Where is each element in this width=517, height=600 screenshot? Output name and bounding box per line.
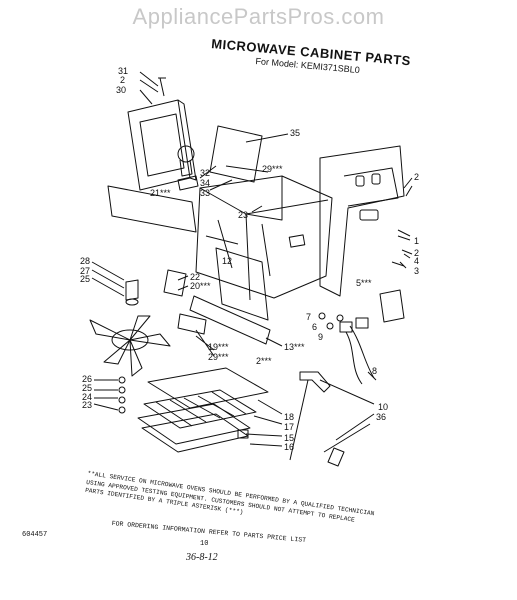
callout-33: 33 <box>200 188 210 198</box>
rear-panel <box>127 99 197 191</box>
callout-21: 21*** <box>150 188 171 198</box>
fan-blade <box>89 315 171 377</box>
callout-4: 4 <box>414 256 419 266</box>
screw-31 <box>158 77 166 97</box>
glass-tray <box>147 367 269 409</box>
callout-9: 9 <box>318 332 323 342</box>
callout-32: 32 <box>200 168 210 178</box>
callout-labels: 31 2 30 35 29*** 32 34 33 21*** 23 2 1 2… <box>80 66 419 452</box>
callout-16: 16 <box>284 442 294 452</box>
callout-34: 34 <box>200 178 210 188</box>
wire-rack <box>143 389 257 429</box>
callout-8: 8 <box>372 366 377 376</box>
callout-23b: 23 <box>82 400 92 410</box>
lamp <box>177 145 199 191</box>
callout-24: 24 <box>82 392 92 402</box>
watermark: AppliancePartsPros.com <box>132 4 385 29</box>
handwritten-code: 36-8-12 <box>186 552 218 563</box>
callout-36: 36 <box>376 412 386 422</box>
callout-13: 13*** <box>284 342 305 352</box>
page-number: 10 <box>200 540 209 548</box>
outer-wrapper <box>319 145 405 297</box>
callout-18: 18 <box>284 412 294 422</box>
callout-2b: 2 <box>414 172 419 182</box>
plate-3 <box>379 289 405 323</box>
document-number: 604457 <box>22 531 48 539</box>
callout-27: 27 <box>80 266 90 276</box>
callout-28: 28 <box>80 256 90 266</box>
callout-20: 20*** <box>190 281 211 291</box>
callout-15: 15 <box>284 433 294 443</box>
callout-31: 31 <box>118 66 128 76</box>
callout-1: 1 <box>414 236 419 246</box>
shield-35 <box>209 125 263 183</box>
callout-2d: 2*** <box>256 356 272 366</box>
callout-7: 7 <box>306 312 311 322</box>
callout-6: 6 <box>312 322 317 332</box>
cabinet-frame <box>195 175 333 301</box>
callout-3: 3 <box>414 266 419 276</box>
callout-30: 30 <box>116 85 126 95</box>
callout-26: 26 <box>82 374 92 384</box>
callout-25a: 25 <box>80 274 90 284</box>
callout-5: 5*** <box>356 278 372 288</box>
callout-17: 17 <box>284 422 294 432</box>
callout-29a: 29*** <box>262 164 283 174</box>
callout-19: 19*** <box>208 342 229 352</box>
door-12 <box>215 247 269 321</box>
rail-13 <box>189 295 271 345</box>
callout-35: 35 <box>290 128 300 138</box>
callout-25b: 25 <box>82 383 92 393</box>
callout-12: 12 <box>222 256 232 266</box>
callout-10: 10 <box>378 402 388 412</box>
temperature-probe <box>299 371 331 393</box>
wire-harness <box>339 317 375 385</box>
callout-22: 22 <box>190 272 200 282</box>
callout-29b: 29*** <box>208 352 229 362</box>
callout-2c: 2 <box>414 248 419 258</box>
callout-23: 23 <box>238 210 248 220</box>
panel-21 <box>107 185 197 233</box>
bracket-22 <box>163 269 187 297</box>
rack-16 <box>137 403 251 445</box>
callout-2: 2 <box>120 75 125 85</box>
